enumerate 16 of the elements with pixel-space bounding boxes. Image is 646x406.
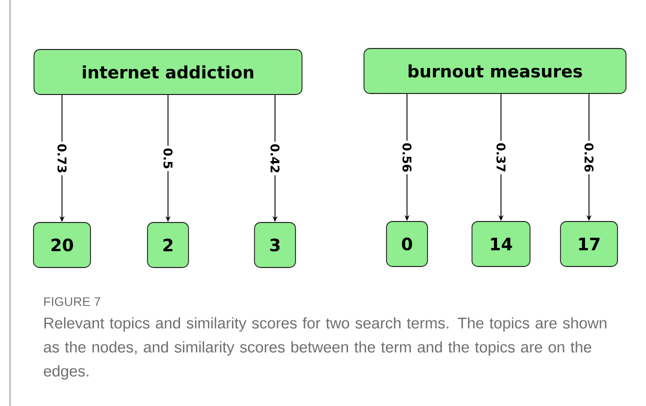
edge-label: 0.5: [161, 146, 175, 172]
term-box: internet addiction: [34, 49, 302, 95]
edge-label: 0.73: [55, 142, 69, 176]
edge-label: 0.56: [400, 140, 414, 174]
topic-box: 0: [386, 221, 428, 267]
topic-box: 20: [33, 222, 91, 268]
topic-box: 2: [147, 222, 189, 268]
figure-label: FIGURE 7: [44, 297, 100, 306]
edge-label: 0.42: [268, 142, 282, 176]
edge-label: 0.26: [582, 140, 596, 174]
edge-label: 0.37: [494, 140, 508, 174]
topic-box: 14: [472, 221, 530, 267]
topic-box: 3: [254, 222, 296, 268]
caption: Relevant topics and similarity scores for two search terms. The topics are shown as the nodes, and similarity scores between the term and the topics are on the edges.: [44, 317, 606, 380]
term-box: burnout measures: [364, 48, 626, 94]
topic-box: 17: [560, 221, 618, 267]
